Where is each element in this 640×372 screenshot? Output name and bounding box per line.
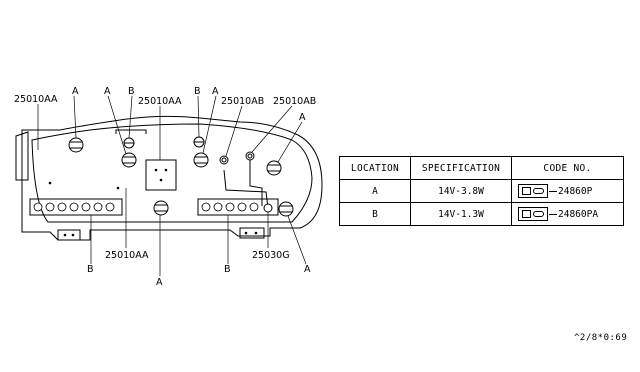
part-number-label: 25010AA (105, 250, 149, 261)
spec-cell: 14V-3.8W (410, 179, 512, 203)
callout-a: A (299, 112, 306, 123)
diagram-reference-code: ^2/8*0:69 (574, 333, 628, 343)
spec-cell: 14V-1.3W (410, 202, 512, 226)
code-number: 24860PA (558, 208, 599, 220)
leader-dash (549, 190, 557, 192)
callout-a: A (156, 277, 163, 288)
connector-strip-right (197, 198, 279, 216)
leader-dash (549, 213, 557, 215)
circuit-trace (223, 160, 269, 209)
leader-lines (37, 95, 307, 276)
bottom-tab-left (57, 229, 81, 241)
bulb-socket-b-4 (245, 151, 255, 161)
code-number: 24860P (558, 185, 593, 197)
table-header-row: LOCATION SPECIFICATION CODE NO. (339, 156, 624, 180)
cluster-housing-outline (21, 115, 323, 241)
part-number-label: 25010AA (138, 96, 182, 107)
connector-pins-right (201, 202, 259, 212)
left-mounting-tab (15, 131, 29, 181)
bulb-icon (518, 184, 548, 198)
socket-25030g (263, 203, 273, 213)
callout-b: B (87, 264, 94, 275)
header-code-no: CODE NO. (511, 156, 624, 180)
cluster-inner-outline (31, 123, 313, 223)
bulb-spec-table: LOCATION SPECIFICATION CODE NO. A 14V-3.… (339, 156, 624, 226)
header-specification: SPECIFICATION (410, 156, 512, 180)
callout-a: A (304, 264, 311, 275)
part-number-label: 25010AB (273, 96, 316, 107)
bulb-socket-b-3 (219, 155, 229, 165)
bulb-socket-a-4 (266, 160, 282, 176)
table-row: A 14V-3.8W 24860P (339, 179, 624, 203)
bulb-socket-b-1 (123, 137, 135, 149)
code-cell: 24860P (511, 179, 624, 203)
callout-b: B (128, 86, 135, 97)
bulb-socket-a-1 (68, 137, 84, 153)
callout-a: A (104, 86, 111, 97)
bulb-socket-a-5 (153, 200, 169, 216)
bulb-icon (518, 207, 548, 221)
part-number-label: 25010AB (221, 96, 264, 107)
table-row: B 14V-1.3W 24860PA (339, 202, 624, 226)
location-cell: A (339, 179, 411, 203)
location-cell: B (339, 202, 411, 226)
connector-strip-left (29, 198, 123, 216)
callout-b: B (224, 264, 231, 275)
callout-a: A (72, 86, 79, 97)
bulb-socket-a-3 (193, 152, 209, 168)
callout-b: B (194, 86, 201, 97)
connector-pins-left (33, 202, 115, 212)
bulb-socket-a-6 (278, 201, 294, 217)
callout-a: A (212, 86, 219, 97)
part-number-label: 25010AA (14, 94, 58, 105)
top-bracket (115, 129, 147, 134)
part-number-label: 25030G (252, 250, 290, 261)
bottom-tab-right (239, 227, 265, 239)
code-cell: 24860PA (511, 202, 624, 226)
center-socket-block (145, 159, 177, 191)
header-location: LOCATION (339, 156, 411, 180)
bulb-socket-a-2 (121, 152, 137, 168)
bulb-socket-b-2 (193, 136, 205, 148)
